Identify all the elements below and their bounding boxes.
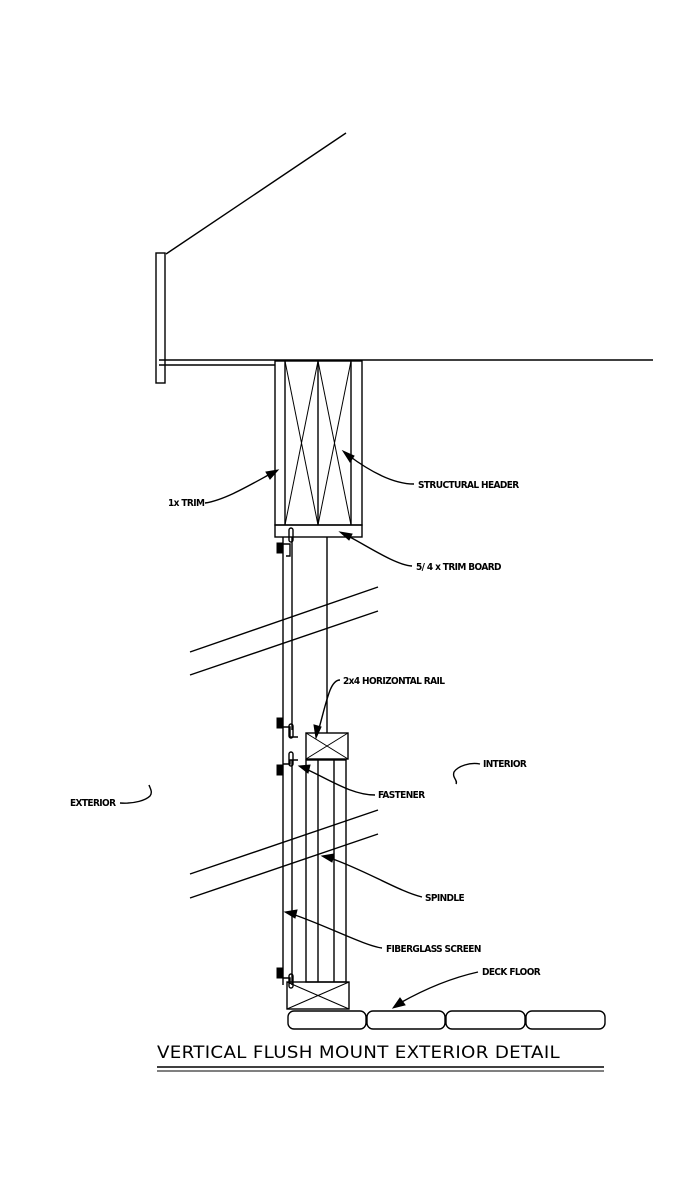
leader-fastener	[305, 768, 376, 796]
title-text: VERTICAL FLUSH MOUNT EXTERIOR DETAIL	[157, 1043, 560, 1063]
leader-interior	[452, 762, 481, 785]
screen-clip	[276, 717, 298, 739]
label-spindle: SPINDLE	[425, 893, 465, 904]
leaders	[119, 449, 481, 1009]
bottom-plate	[286, 981, 350, 1010]
leader-deck-floor	[399, 971, 479, 1004]
deck-board	[445, 1010, 526, 1030]
deck-board	[287, 1010, 367, 1030]
break-line	[189, 610, 379, 676]
structural-header	[274, 360, 363, 538]
label-interior: INTERIOR	[483, 759, 527, 770]
break-line	[189, 586, 379, 653]
horizontal-rail	[305, 732, 349, 760]
callout-labels: 1x TRIM STRUCTURAL HEADER 5/ 4 x TRIM BO…	[70, 480, 541, 978]
deck-floor-boards	[287, 1010, 606, 1030]
label-trim-board: 5/ 4 x TRIM BOARD	[416, 562, 501, 573]
break-lines	[189, 586, 379, 899]
screen-clip	[276, 751, 298, 776]
screen-clip	[276, 967, 294, 989]
leader-trim-board	[345, 534, 413, 567]
drawing-title: VERTICAL FLUSH MOUNT EXTERIOR DETAIL	[157, 1043, 604, 1072]
leader-1x-trim	[204, 472, 273, 504]
screen-clip	[276, 527, 294, 557]
label-fiberglass-screen: FIBERGLASS SCREEN	[386, 944, 481, 955]
trim-board-54	[274, 524, 363, 538]
deck-board	[366, 1010, 446, 1030]
label-exterior: EXTERIOR	[70, 798, 116, 809]
leader-structural-header	[347, 454, 415, 485]
bottom-plate-block	[286, 981, 350, 1010]
roof-slope-line	[165, 132, 347, 255]
roof-assembly	[155, 132, 653, 384]
spindle	[305, 759, 347, 983]
label-deck-floor: DECK FLOOR	[482, 967, 541, 978]
rail-block	[305, 732, 349, 760]
break-line	[189, 833, 379, 899]
leader-exterior	[119, 784, 152, 804]
break-line	[189, 809, 379, 875]
screen-clips	[276, 527, 298, 989]
leader-spindle	[329, 857, 423, 898]
label-horizontal-rail: 2x4 HORIZONTAL RAIL	[343, 676, 445, 687]
leader-horizontal-rail	[317, 679, 341, 733]
deck-board	[525, 1010, 606, 1030]
label-1x-trim: 1x TRIM	[168, 498, 205, 509]
label-fastener: FASTENER	[378, 790, 425, 801]
label-structural-header: STRUCTURAL HEADER	[418, 480, 519, 491]
fascia-board	[155, 252, 166, 384]
screen-wall-section	[282, 537, 347, 985]
leader-fiberglass-screen	[291, 913, 383, 949]
